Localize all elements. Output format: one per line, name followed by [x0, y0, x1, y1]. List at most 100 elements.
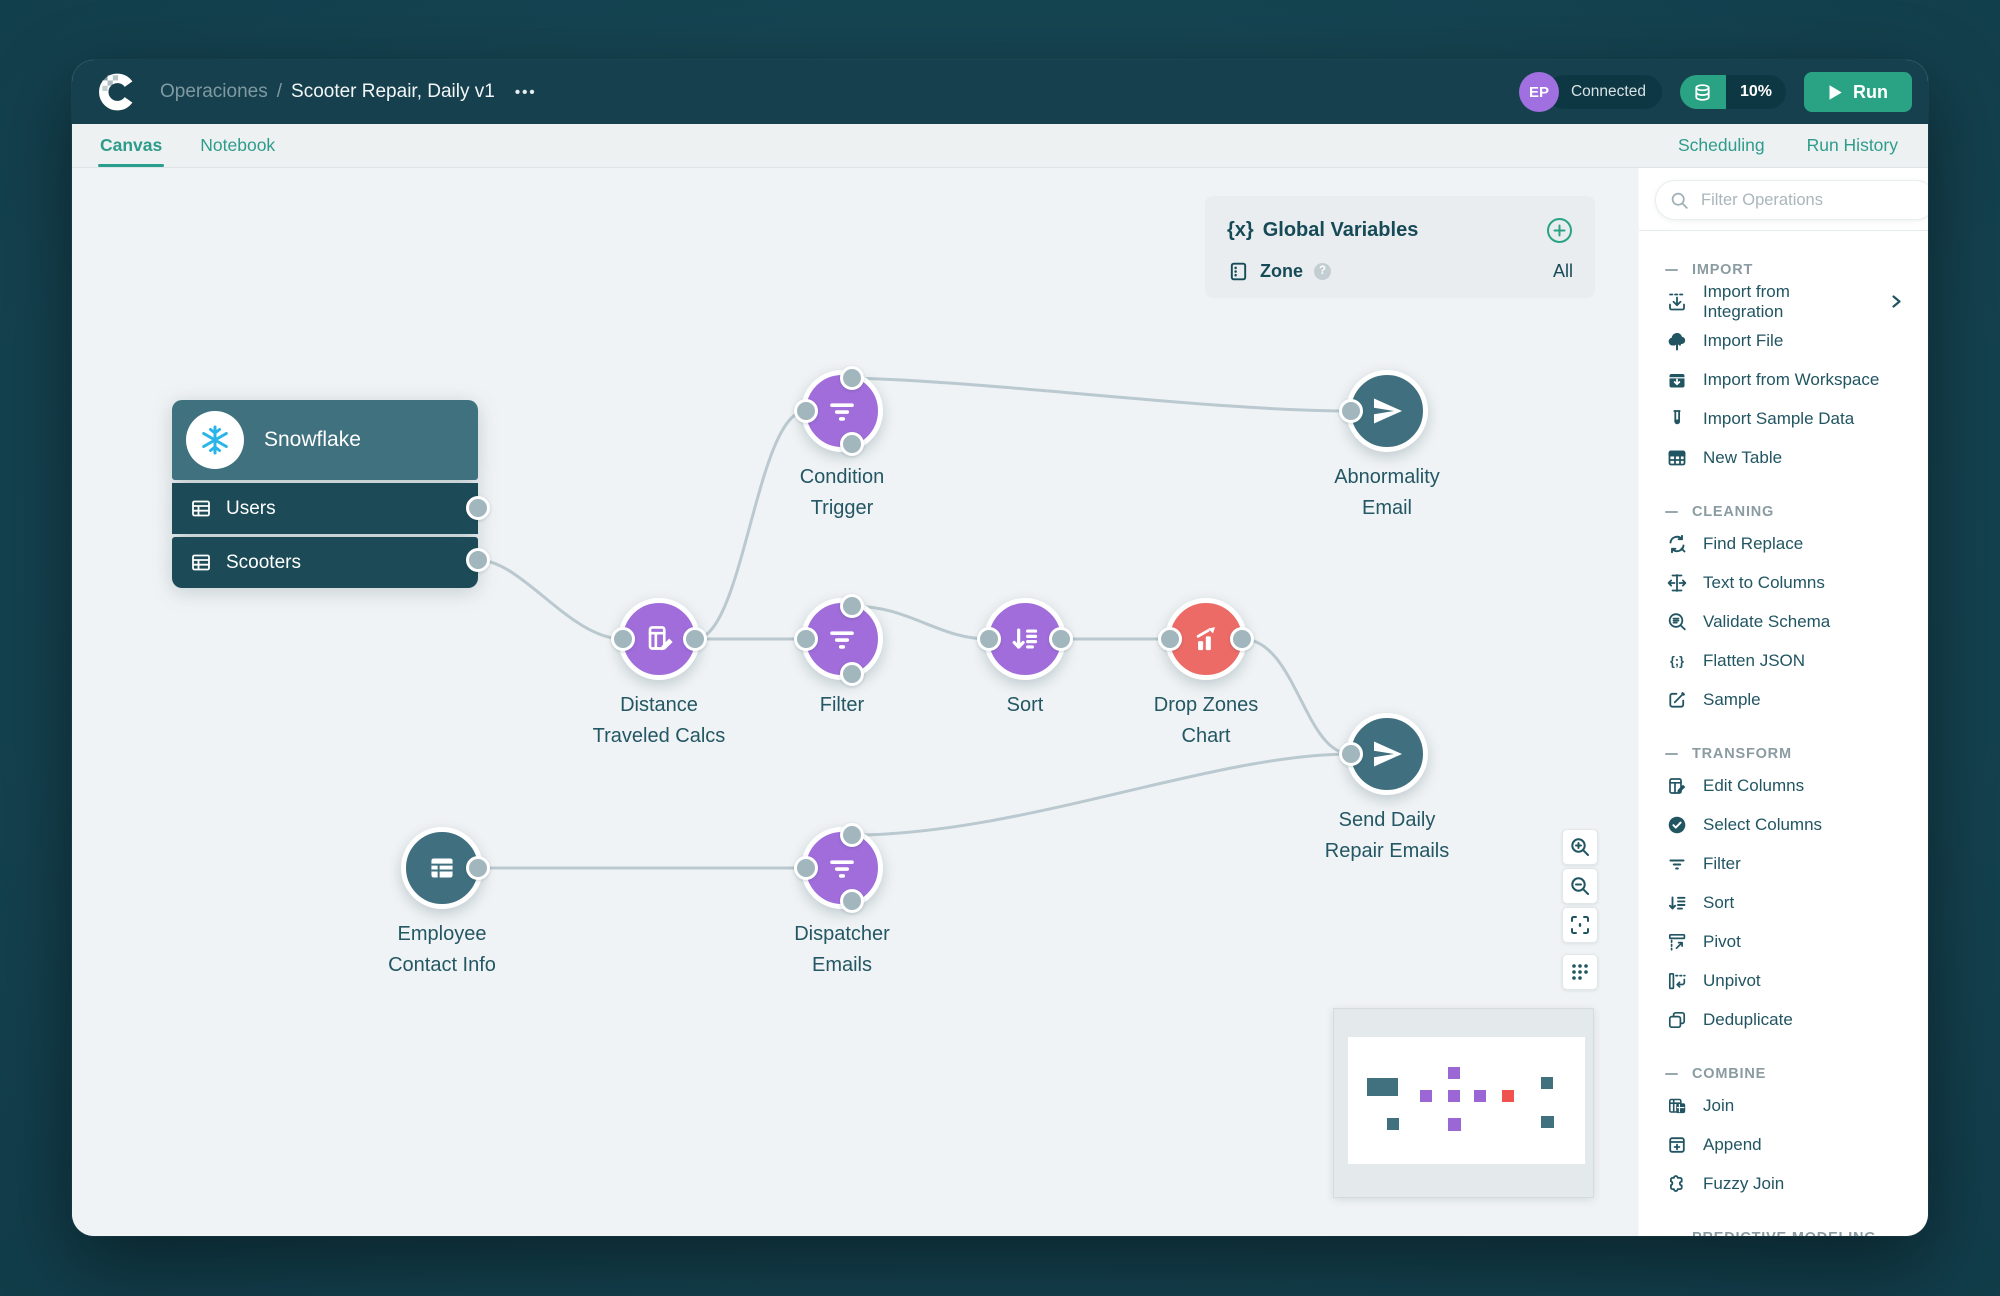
section-import[interactable]: IMPORT: [1665, 258, 1918, 282]
port-dispatcher-in[interactable]: [793, 855, 818, 880]
collapse-section-icon: [1665, 511, 1678, 513]
port-distance-in[interactable]: [610, 626, 635, 651]
port-filter-in[interactable]: [793, 626, 818, 651]
fit-view-button[interactable]: [1562, 907, 1598, 943]
source-table-scooters[interactable]: Scooters: [172, 537, 478, 588]
source-group-title: Snowflake: [264, 428, 361, 451]
import-integration-icon: [1666, 291, 1688, 313]
sidebar-item-sample[interactable]: Sample: [1665, 680, 1918, 719]
port-dispatcher-out-true[interactable]: [839, 822, 864, 847]
sidebar-item-import-file[interactable]: Import File: [1665, 321, 1918, 360]
more-options-button[interactable]: •••: [509, 83, 543, 102]
zoom-out-button[interactable]: [1562, 868, 1598, 904]
sidebar-item-filter[interactable]: Filter: [1665, 844, 1918, 883]
port-send-in[interactable]: [1338, 741, 1363, 766]
variable-value[interactable]: All: [1552, 260, 1573, 281]
port-employee-out[interactable]: [465, 855, 490, 880]
sidebar-item-import-from-integration[interactable]: Import from Integration: [1665, 282, 1918, 321]
port-scooters-out[interactable]: [465, 547, 490, 572]
canvas-logo-icon: [96, 71, 138, 113]
edge-filter-sort: [850, 604, 991, 641]
port-condition-out-false[interactable]: [839, 431, 864, 456]
minimap-block-sort: [1474, 1090, 1486, 1102]
variables-x-icon: {x}: [1227, 218, 1254, 241]
sidebar-item-join[interactable]: Join: [1665, 1086, 1918, 1125]
grid-dots-button[interactable]: [1562, 954, 1598, 990]
tab-scheduling[interactable]: Scheduling: [1677, 135, 1765, 155]
sidebar-item-import-from-workspace[interactable]: Import from Workspace: [1665, 360, 1918, 399]
pivot-icon: [1666, 931, 1688, 953]
port-dropzones-in[interactable]: [1157, 626, 1182, 651]
run-button[interactable]: Run: [1804, 72, 1912, 112]
search-box[interactable]: [1655, 180, 1928, 220]
minimap[interactable]: [1333, 1008, 1594, 1198]
source-group-snowflake[interactable]: Snowflake Users Scooters: [172, 400, 478, 588]
sidebar-item-find-replace[interactable]: Find Replace: [1665, 524, 1918, 563]
port-condition-out-true[interactable]: [839, 365, 864, 390]
variable-row-zone[interactable]: Zone ? All: [1227, 252, 1573, 290]
workflow-canvas[interactable]: {x} Global Variables Zone ?: [72, 168, 1638, 1236]
play-icon: [1828, 84, 1843, 101]
usage-pill[interactable]: 10%: [1679, 75, 1786, 109]
node-label: Sort: [1006, 694, 1044, 716]
tab-notebook[interactable]: Notebook: [200, 135, 276, 155]
section-combine[interactable]: COMBINE: [1665, 1062, 1918, 1086]
page-title: Scooter Repair, Daily v1: [291, 81, 495, 102]
tab-canvas[interactable]: Canvas: [97, 124, 165, 167]
minimap-block-send: [1541, 1116, 1554, 1128]
add-variable-button[interactable]: [1546, 217, 1573, 244]
section-cleaning[interactable]: CLEANING: [1665, 500, 1918, 524]
port-abnormality-in[interactable]: [1338, 398, 1363, 423]
port-dispatcher-out-false[interactable]: [839, 888, 864, 913]
source-group-header[interactable]: Snowflake: [172, 400, 478, 480]
help-icon[interactable]: ?: [1314, 262, 1331, 280]
search-input[interactable]: [1699, 189, 1923, 211]
filter-icon: [830, 631, 854, 649]
sidebar-item-unpivot[interactable]: Unpivot: [1665, 961, 1918, 1000]
sidebar-item-fuzzy-join[interactable]: Fuzzy Join: [1665, 1164, 1918, 1203]
variable-name: Zone: [1260, 260, 1303, 281]
import-file-icon: [1666, 330, 1688, 352]
text-to-columns-icon: [1666, 572, 1688, 594]
breadcrumb-workspace[interactable]: Operaciones: [160, 81, 268, 102]
join-icon: [1666, 1095, 1688, 1117]
sidebar-item-deduplicate[interactable]: Deduplicate: [1665, 1000, 1918, 1039]
port-filter-out-true[interactable]: [839, 593, 864, 618]
sidebar-item-append[interactable]: Append: [1665, 1125, 1918, 1164]
collapse-section-icon: [1665, 269, 1678, 271]
sidebar-item-pivot[interactable]: Pivot: [1665, 922, 1918, 961]
bar-chart-icon: [1196, 627, 1215, 651]
append-icon: [1666, 1134, 1688, 1156]
edge-distance-condition: [693, 409, 808, 641]
import-workspace-icon: [1666, 369, 1688, 391]
section-predictive-modeling[interactable]: PREDICTIVE MODELING: [1665, 1226, 1918, 1236]
sidebar-item-edit-columns[interactable]: Edit Columns: [1665, 766, 1918, 805]
port-condition-in[interactable]: [793, 398, 818, 423]
sidebar-item-flatten-json[interactable]: {;} Flatten JSON: [1665, 641, 1918, 680]
sidebar-item-validate-schema[interactable]: Validate Schema: [1665, 602, 1918, 641]
zoom-in-button[interactable]: [1562, 829, 1598, 865]
fuzzy-join-icon: [1666, 1173, 1688, 1195]
port-distance-out[interactable]: [682, 626, 707, 651]
source-table-users[interactable]: Users: [172, 483, 478, 534]
port-users-out[interactable]: [465, 495, 490, 520]
port-sort-out[interactable]: [1048, 626, 1073, 651]
variable-list-icon: [1227, 260, 1249, 282]
sidebar-item-sort[interactable]: Sort: [1665, 883, 1918, 922]
section-transform[interactable]: TRANSFORM: [1665, 742, 1918, 766]
edit-columns-icon: [1666, 775, 1688, 797]
port-sort-in[interactable]: [976, 626, 1001, 651]
tab-run-history[interactable]: Run History: [1806, 135, 1898, 155]
sort-icon: [1666, 892, 1688, 914]
sidebar-item-import-sample-data[interactable]: Import Sample Data: [1665, 399, 1918, 438]
port-dropzones-out[interactable]: [1229, 626, 1254, 651]
tab-bar: Canvas Notebook Scheduling Run History: [72, 124, 1928, 168]
avatar[interactable]: EP: [1518, 72, 1559, 112]
port-filter-out-false[interactable]: [839, 661, 864, 686]
sidebar-item-new-table[interactable]: New Table: [1665, 438, 1918, 477]
sidebar-item-select-columns[interactable]: Select Columns: [1665, 805, 1918, 844]
sidebar-item-text-to-columns[interactable]: Text to Columns: [1665, 563, 1918, 602]
